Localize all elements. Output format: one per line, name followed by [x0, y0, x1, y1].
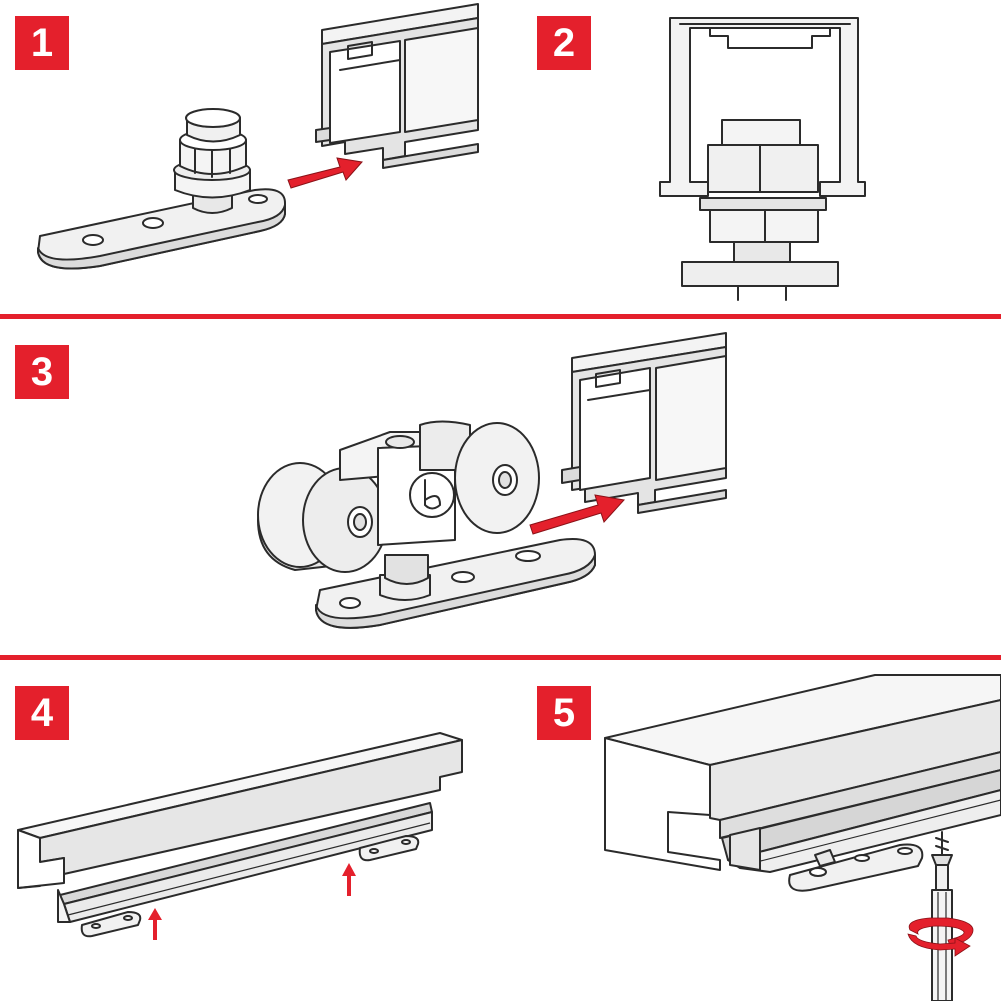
step4-track [57, 802, 433, 923]
step1-mounting-plate [37, 188, 286, 270]
step3-mounting-plate [315, 538, 596, 629]
step5-screwdriver [931, 831, 953, 1001]
step5-mounting-plate [788, 843, 924, 892]
step4-arrow-right [342, 863, 356, 896]
step1-track-profile [315, 3, 479, 169]
divider-top [0, 314, 1001, 319]
step4-plate-left [80, 911, 142, 938]
step2-bolt-nut-section [681, 119, 839, 301]
rotate-arrow-icon [907, 917, 974, 957]
step-badge-5: 5 [537, 686, 591, 740]
step4-plate-right [358, 835, 420, 862]
step-badge-1: 1 [15, 16, 69, 70]
step-badge-4: 4 [15, 686, 69, 740]
step3-roller-carriage [257, 420, 540, 601]
step3-arrow [529, 494, 625, 535]
step4-arrow-left [148, 908, 162, 940]
step4-wood-beam [17, 732, 463, 889]
step2-track-section [659, 17, 866, 197]
step5-track [721, 769, 1001, 873]
divider-bottom [0, 655, 1001, 660]
step1-arrow [287, 157, 363, 189]
step-badge-2: 2 [537, 16, 591, 70]
step5-wood-beam [604, 674, 1001, 871]
step3-track-profile [561, 332, 727, 514]
step-badge-3: 3 [15, 345, 69, 399]
step1-bolt-nut [173, 108, 251, 214]
